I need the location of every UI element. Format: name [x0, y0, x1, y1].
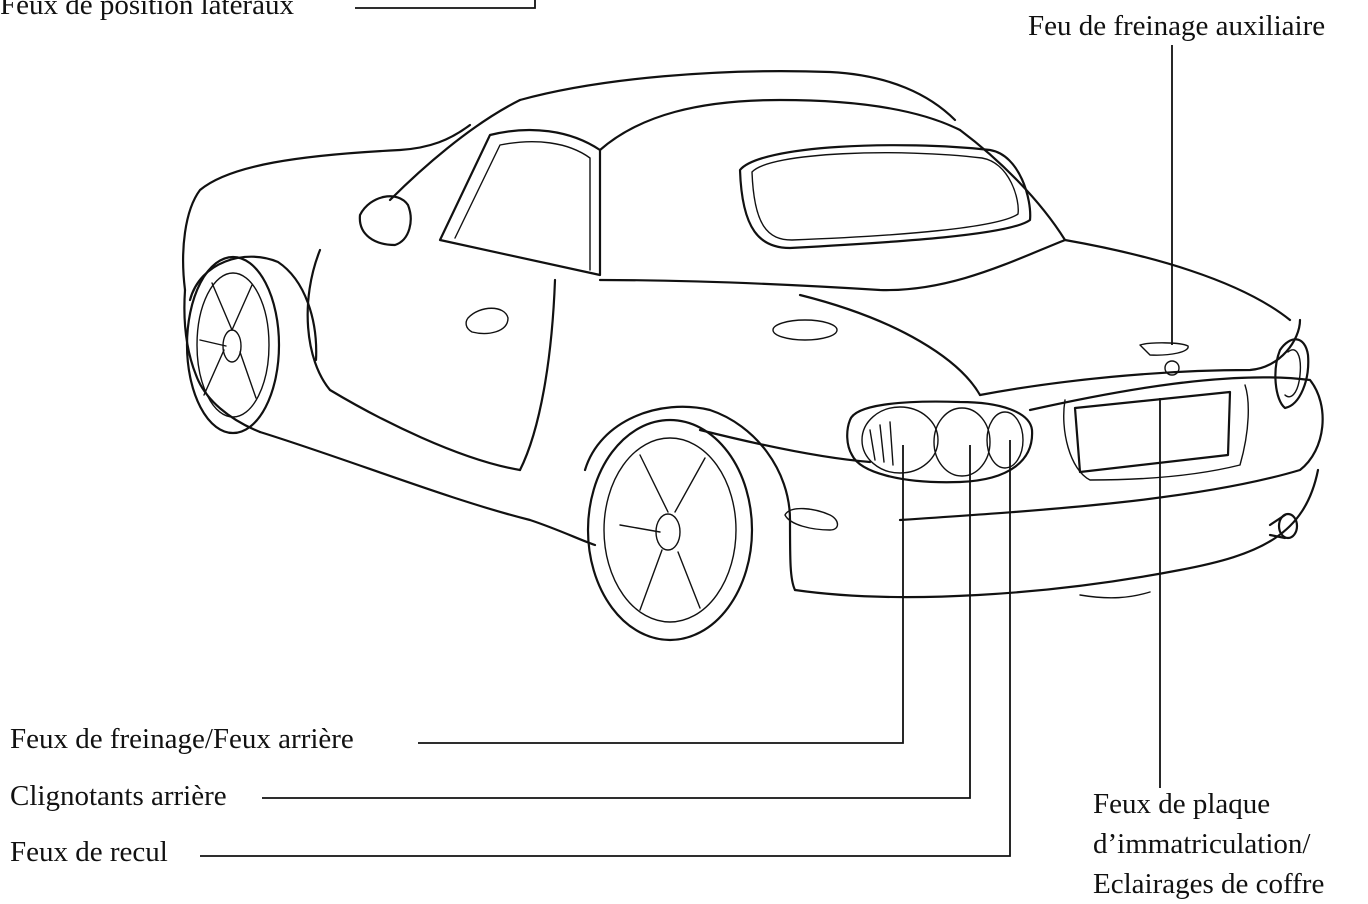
label-license-lights: Feux de plaque d’immatriculation/ Eclair…: [1093, 784, 1324, 904]
leader-side-markers: [355, 0, 536, 9]
label-side-markers: Feux de position latéraux: [0, 0, 294, 21]
leader-rear-turn: [262, 445, 971, 799]
label-license-line-3: Eclairages de coffre: [1093, 868, 1325, 900]
label-aux-brake: Feu de freinage auxiliaire: [1028, 10, 1326, 42]
car-body: [182, 70, 1324, 642]
label-license-line-1: Feux de plaque: [1093, 788, 1271, 820]
label-brake-tail: Feux de freinage/Feux arrière: [10, 723, 354, 755]
leader-brake-tail: [418, 445, 904, 744]
label-reverse: Feux de recul: [10, 836, 168, 868]
label-rear-turn: Clignotants arrière: [10, 780, 227, 812]
label-license-line-2: d’immatriculation/: [1093, 828, 1311, 860]
leader-reverse: [200, 440, 1011, 857]
